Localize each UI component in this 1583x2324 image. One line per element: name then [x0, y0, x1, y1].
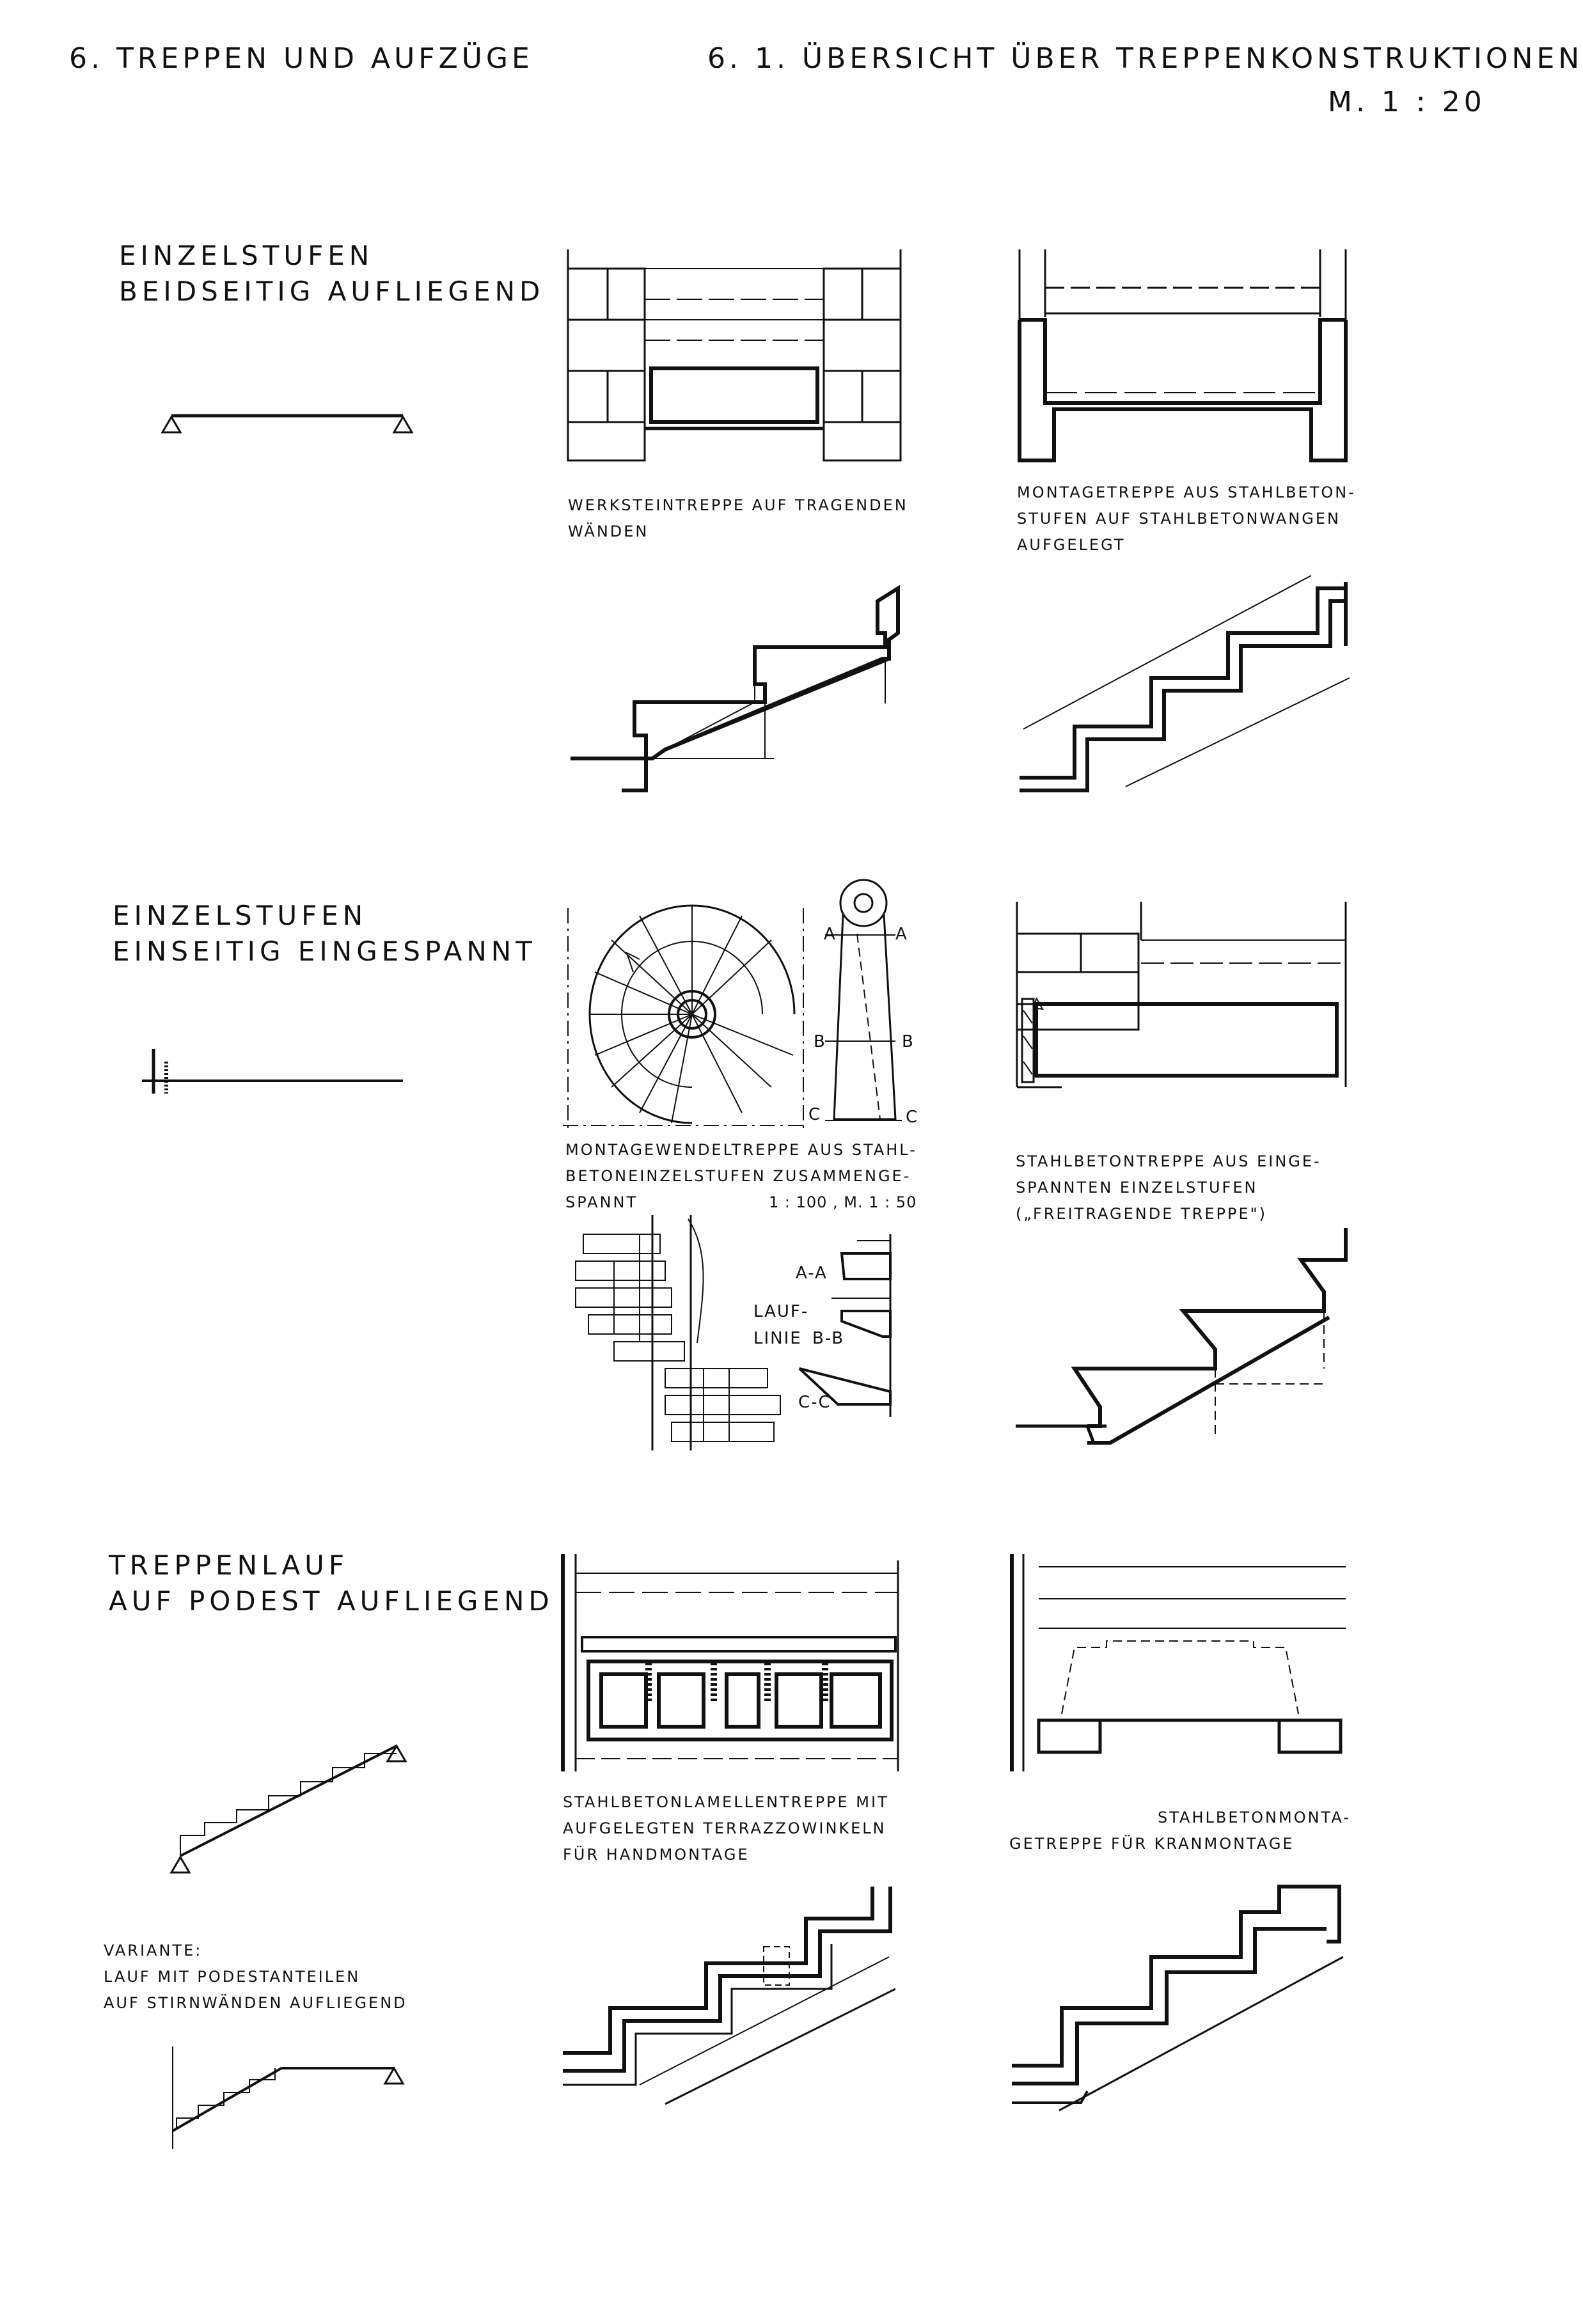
- mark-c-right: C: [906, 1108, 919, 1127]
- caption-freitragend-1: STAHLBETONTREPPE AUS EINGE-: [1016, 1152, 1321, 1170]
- mark-lauflinie-2: LINIE: [753, 1329, 802, 1348]
- montage-plan-diagram: [1018, 249, 1348, 462]
- mark-aa: A-A: [796, 1264, 828, 1283]
- section-2-title-line2: EINSEITIG EINGESPANNT: [113, 936, 537, 967]
- scheme-cantilever: [142, 1049, 403, 1094]
- caption-wendel-3: SPANNT: [565, 1193, 638, 1211]
- variante-line-3: AUF STIRNWÄNDEN AUFLIEGEND: [104, 1994, 407, 2012]
- mark-b-right: B: [902, 1032, 915, 1051]
- werkstein-plan-diagram: [567, 249, 902, 462]
- variante-line-2: LAUF MIT PODESTANTEILEN: [104, 1968, 361, 1986]
- caption-kran-1: STAHLBETONMONTA-: [1158, 1809, 1351, 1826]
- scale-label: M. 1 : 20: [1328, 86, 1486, 118]
- freitragend-section-diagram: [1016, 1228, 1348, 1445]
- section-2-title-line1: EINZELSTUFEN: [113, 900, 368, 931]
- variante-label: VARIANTE:: [104, 1942, 203, 1959]
- mark-b-left: B: [814, 1032, 826, 1051]
- caption-montage-1: MONTAGETREPPE AUS STAHLBETON-: [1017, 483, 1356, 501]
- caption-werkstein-1: WERKSTEINTREPPE AUF TRAGENDEN: [568, 496, 908, 514]
- caption-kran-2: GETREPPE FÜR KRANMONTAGE: [1009, 1835, 1295, 1853]
- scheme-sloped-run: [169, 1744, 407, 1874]
- caption-werkstein-2: WÄNDEN: [568, 522, 649, 540]
- wendel-plan-diagram: [563, 904, 806, 1132]
- caption-freitragend-2: SPANNTEN EINZELSTUFEN: [1016, 1179, 1258, 1197]
- lamellen-plan-diagram: [561, 1554, 899, 1771]
- freitragend-plan-diagram: [1016, 902, 1347, 1088]
- caption-montage-3: AUFGELEGT: [1017, 536, 1126, 554]
- section-1-title-line2: BEIDSEITIG AUFLIEGEND: [119, 276, 545, 307]
- montage-section-diagram: [1020, 575, 1350, 792]
- caption-lamellen-1: STAHLBETONLAMELLENTREPPE MIT: [563, 1793, 889, 1811]
- caption-montage-2: STUFEN AUF STAHLBETONWANGEN: [1017, 510, 1341, 528]
- kran-section-diagram: [1012, 1885, 1344, 2112]
- mark-cc: C-C: [798, 1393, 831, 1412]
- section-3-title-line1: TREPPENLAUF: [109, 1550, 349, 1581]
- caption-wendel-2: BETONEINZELSTUFEN ZUSAMMENGE-: [565, 1167, 911, 1185]
- wendel-elevation-diagram: [575, 1215, 781, 1450]
- chapter-title: 6. TREPPEN UND AUFZÜGE: [69, 42, 533, 75]
- lamellen-section-diagram: [563, 1887, 896, 2105]
- mark-c-left: C: [808, 1105, 822, 1124]
- kran-plan-diagram: [1010, 1554, 1346, 1771]
- mark-bb: B-B: [812, 1329, 845, 1348]
- scheme-variante: [172, 2046, 405, 2149]
- werkstein-section-diagram: [571, 585, 900, 792]
- caption-wendel-scale: 1 : 100 , M. 1 : 50: [769, 1193, 917, 1211]
- mark-a-right: A: [895, 925, 908, 944]
- scheme-simple-beam: [161, 414, 414, 434]
- section-1-title-line1: EINZELSTUFEN: [119, 240, 374, 271]
- wendel-step-detail: [825, 879, 902, 1121]
- caption-lamellen-3: FÜR HANDMONTAGE: [563, 1846, 750, 1864]
- section-3-title-line2: AUF PODEST AUFLIEGEND: [109, 1585, 554, 1617]
- caption-freitragend-3: („FREITRAGENDE TREPPE"): [1016, 1205, 1268, 1223]
- mark-lauflinie-1: LAUF-: [753, 1302, 809, 1321]
- wendel-treads: [590, 906, 794, 1124]
- drawing-sheet: [142, 249, 1350, 2149]
- section-title: 6. 1. ÜBERSICHT ÜBER TREPPENKONSTRUKTION…: [707, 42, 1583, 75]
- caption-wendel-1: MONTAGEWENDELTREPPE AUS STAHL-: [565, 1141, 917, 1159]
- wendel-profiles: [798, 1234, 892, 1417]
- caption-lamellen-2: AUFGELEGTEN TERRAZZOWINKELN: [563, 1819, 886, 1837]
